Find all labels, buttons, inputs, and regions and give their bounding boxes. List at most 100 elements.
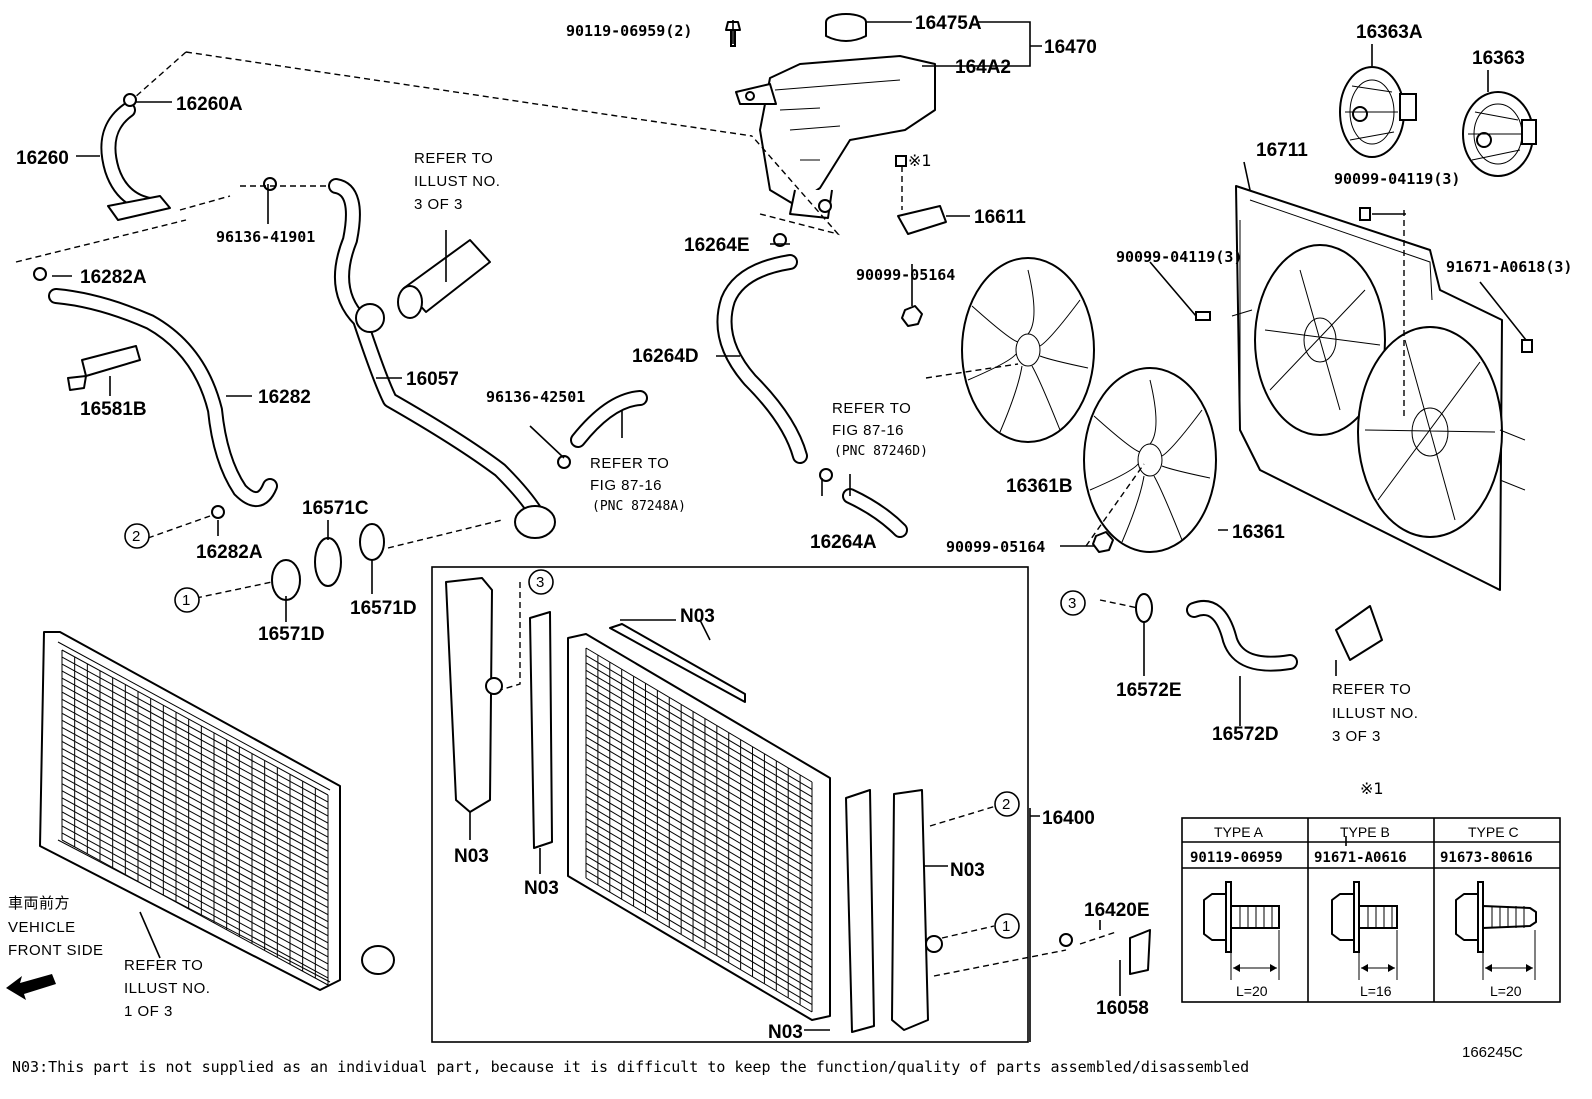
leader-lines (15, 20, 1527, 1042)
radiator-core-illustration (567, 623, 831, 1021)
label-16363A: 16363A (1356, 22, 1423, 43)
type-b-header: TYPE B (1340, 824, 1390, 840)
clamps-illustration (211, 505, 1153, 947)
circle-marker-2a (124, 523, 150, 549)
hose-16260-illustration (100, 93, 171, 221)
label-n03-left: N03 (454, 846, 489, 867)
svg-text:3 OF 3: 3 OF 3 (414, 196, 463, 213)
label-16470: 16470 (1044, 37, 1097, 58)
bracket-16611-illustration (895, 155, 947, 235)
label-16571D-b: 16571D (350, 598, 417, 619)
svg-text:REFER TO: REFER TO (1332, 681, 1411, 698)
svg-text:3: 3 (536, 574, 544, 591)
svg-text:REFER TO: REFER TO (414, 150, 493, 167)
circle-marker-3b (1060, 590, 1086, 616)
svg-text:(PNC 87246D): (PNC 87246D) (834, 444, 928, 459)
svg-text:VEHICLE: VEHICLE (8, 919, 76, 936)
label-n03-right: N03 (950, 860, 985, 881)
tanks-and-seals-illustration (445, 577, 943, 1033)
svg-text:3 OF 3: 3 OF 3 (1332, 728, 1381, 745)
fan-16361-illustration (1083, 367, 1217, 553)
svg-text:ILLUST NO.: ILLUST NO. (414, 173, 500, 190)
label-16260A: 16260A (176, 94, 243, 115)
label-16264A: 16264A (810, 532, 877, 553)
type-a-length: L=20 (1236, 983, 1268, 999)
svg-text:ILLUST NO.: ILLUST NO. (124, 980, 210, 997)
label-n03-bottom: N03 (768, 1022, 803, 1043)
svg-text:3: 3 (1068, 595, 1076, 612)
label-90119-06959: 90119-06959(2) (566, 22, 692, 40)
type-a-header: TYPE A (1214, 824, 1264, 840)
type-b-part: 91671-A0616 (1314, 850, 1407, 866)
bypass-pipe-illustration (557, 390, 648, 469)
label-91671-A0618: 91671-A0618(3) (1446, 258, 1572, 276)
label-96136-41901: 96136-41901 (216, 228, 315, 246)
label-16058: 16058 (1096, 998, 1149, 1019)
bolt-type-table: ※1 TYPE A TYPE B TYPE C 90119-06959 9167… (1181, 779, 1561, 1003)
svg-text:1 OF 3: 1 OF 3 (124, 1003, 173, 1020)
label-90099-04119-top: 90099-04119(3) (1334, 170, 1460, 188)
svg-text:2: 2 (1002, 796, 1010, 813)
fan-shroud-illustration (1231, 185, 1526, 591)
fan-motor-16363-illustration (1462, 91, 1537, 177)
label-16264E: 16264E (684, 235, 750, 256)
svg-text:REFER TO: REFER TO (832, 400, 911, 417)
svg-text:FIG 87-16: FIG 87-16 (832, 422, 904, 439)
hose-16264D-illustration (716, 233, 808, 464)
footnote-n03: N03:This part is not supplied as an indi… (12, 1058, 1250, 1076)
circle-marker-1b (994, 913, 1020, 939)
svg-text:REFER TO: REFER TO (124, 957, 203, 974)
label-164A2: 164A2 (955, 57, 1011, 78)
circle-marker-3a (528, 569, 554, 595)
hose-16282-illustration (33, 267, 278, 507)
label-16711: 16711 (1256, 140, 1308, 161)
label-16361: 16361 (1232, 522, 1285, 543)
svg-text:※1: ※1 (1360, 779, 1384, 798)
label-16571D-a: 16571D (258, 624, 325, 645)
bolt-type-c-illustration (1455, 881, 1537, 980)
fan-motor-16363A-illustration (1339, 66, 1417, 158)
label-16282A-bot: 16282A (196, 542, 263, 563)
hose-16572D-illustration (1186, 600, 1383, 672)
vehicle-front-arrow-icon (6, 974, 56, 1000)
diagram-code: 166245C (1462, 1044, 1523, 1061)
label-16420E: 16420E (1084, 900, 1150, 921)
label-16260: 16260 (16, 148, 69, 169)
reservoir-tank-illustration (735, 13, 936, 219)
label-16400: 16400 (1042, 808, 1095, 829)
label-16572D: 16572D (1212, 724, 1279, 745)
svg-text:FIG 87-16: FIG 87-16 (590, 477, 662, 494)
label-16571C: 16571C (302, 498, 369, 519)
reference-notes: REFER TO ILLUST NO. 3 OF 3 REFER TO FIG … (6, 150, 1418, 1020)
label-16475A: 16475A (915, 13, 982, 34)
svg-text:1: 1 (1002, 918, 1010, 935)
svg-text:ILLUST NO.: ILLUST NO. (1332, 705, 1418, 722)
circle-marker-1a (174, 587, 200, 613)
bolt-type-a-illustration (1203, 881, 1280, 980)
label-90099-05164-bot: 90099-05164 (946, 538, 1045, 556)
type-c-part: 91673-80616 (1440, 850, 1533, 866)
label-16361B: 16361B (1006, 476, 1073, 497)
label-96136-42501: 96136-42501 (486, 388, 585, 406)
svg-text:FRONT SIDE: FRONT SIDE (8, 942, 104, 959)
fan-nuts-illustration (901, 305, 1114, 553)
svg-text:(PNC 87248A): (PNC 87248A) (592, 499, 686, 514)
label-90099-05164-top: 90099-05164 (856, 266, 955, 284)
fan-16361B-illustration (961, 257, 1095, 443)
svg-text:1: 1 (182, 592, 190, 609)
hose-16264A-illustration (819, 468, 908, 538)
type-c-header: TYPE C (1468, 824, 1519, 840)
exploded-view-frame (431, 566, 1029, 1043)
label-16264D: 16264D (632, 346, 699, 367)
drain-plug-16058-illustration (1129, 929, 1151, 975)
radiator-assembly-illustration (39, 631, 395, 991)
label-n03-top: N03 (680, 606, 715, 627)
label-16572E: 16572E (1116, 680, 1182, 701)
svg-text:車両前方: 車両前方 (8, 895, 70, 912)
circle-marker-2b (994, 791, 1020, 817)
type-c-length: L=20 (1490, 983, 1522, 999)
circle-markers: 2 1 3 3 2 1 (124, 523, 1086, 939)
label-16581B: 16581B (80, 399, 147, 420)
bolt-type-b-illustration (1331, 881, 1398, 980)
label-90099-04119-left: 90099-04119(3) (1116, 248, 1242, 266)
